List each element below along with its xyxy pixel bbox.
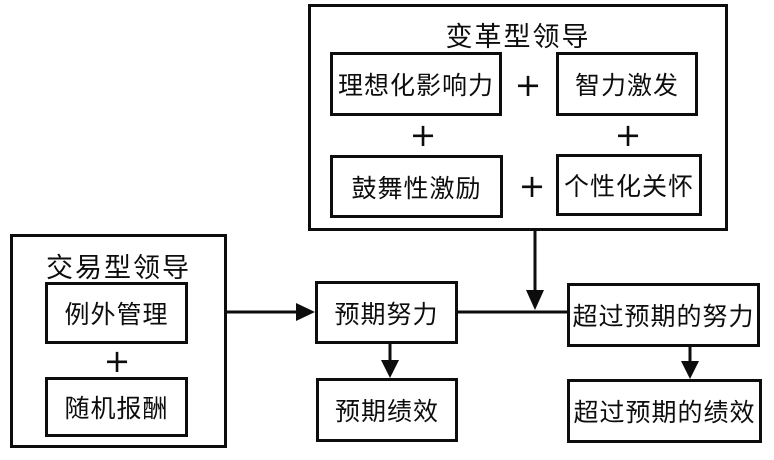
plus-sign: +: [514, 66, 542, 104]
arrowhead-down-icon: [381, 360, 399, 378]
expected-performance-box: 预期绩效: [316, 378, 458, 442]
intellectual-stimulation-box: 智力激发: [556, 52, 698, 116]
individualized-consideration-box: 个性化关怀: [556, 154, 702, 216]
inspirational-motivation-box: 鼓舞性激励: [330, 155, 503, 218]
plus-sign: +: [103, 342, 131, 380]
arrowhead-down-icon: [681, 361, 699, 379]
plus-sign: +: [409, 116, 437, 154]
contingent-reward-box: 随机报酬: [45, 377, 188, 437]
plus-sign: +: [518, 167, 546, 205]
expected-effort-box: 预期努力: [315, 281, 458, 344]
arrowhead-right-icon: [296, 303, 315, 321]
arrowhead-down-icon: [526, 290, 544, 310]
transactional-leadership-title: 交易型领导: [46, 253, 191, 283]
beyond-expected-performance-box: 超过预期的绩效: [567, 379, 762, 443]
beyond-expected-effort-box: 超过预期的努力: [567, 283, 760, 347]
idealized-influence-box: 理想化影响力: [330, 52, 502, 116]
management-by-exception-box: 例外管理: [45, 282, 188, 344]
plus-sign: +: [614, 116, 642, 154]
transformational-leadership-title: 变革型领导: [445, 22, 591, 52]
